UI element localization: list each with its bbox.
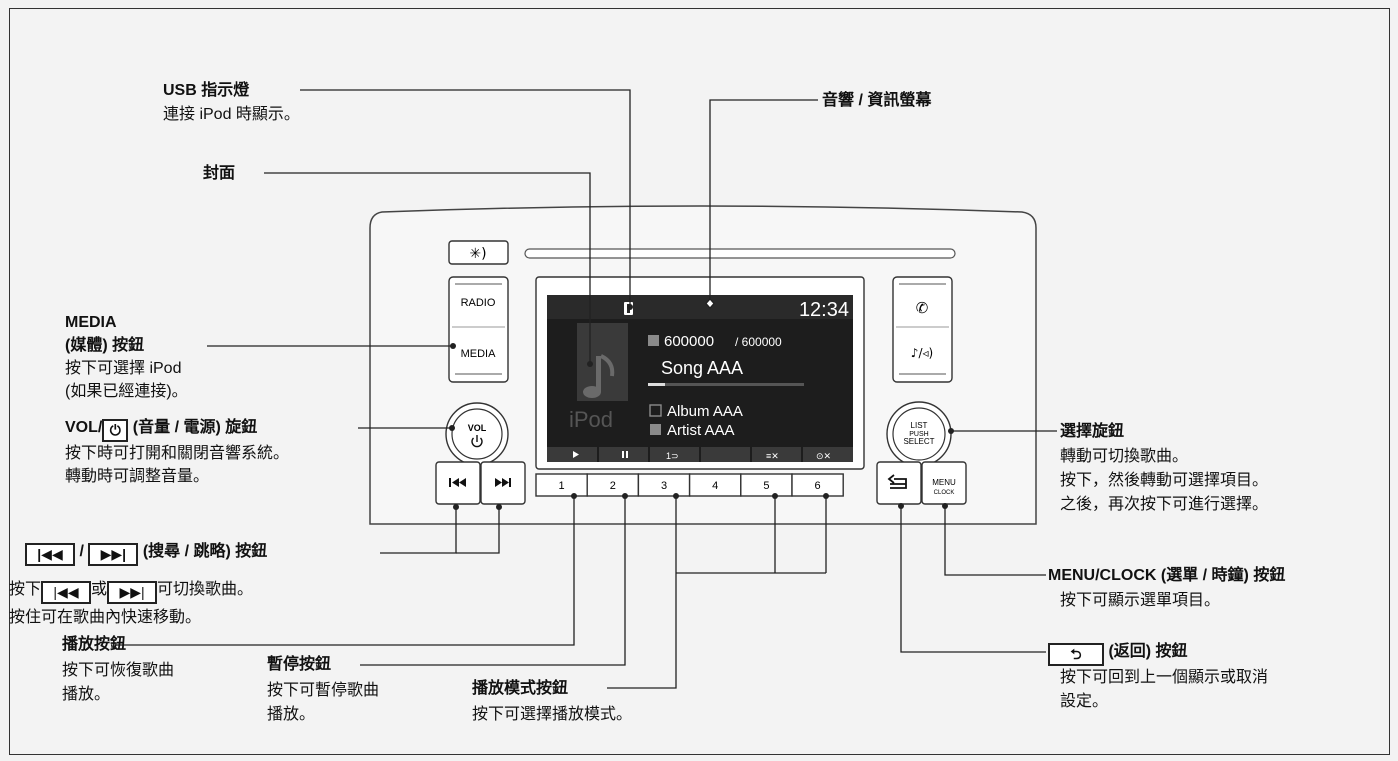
track-number: 600000: [664, 333, 714, 350]
phone-icon: ✆: [916, 299, 929, 317]
select-title: 選擇旋鈕: [1060, 423, 1125, 440]
day-night-button[interactable]: [448, 240, 509, 265]
menu-callout: MENU/CLOCK (選單 / 時鐘) 按鈕: [1048, 564, 1285, 588]
menu-title2: (選單 / 時鐘) 按鈕: [1160, 567, 1286, 584]
back-desc1: 按下可回到上一個顯示或取消: [1060, 669, 1269, 686]
song-title: Song AAA: [661, 358, 743, 378]
pause-softkey-icon: [622, 451, 628, 458]
pause-title: 暫停按鈕: [267, 656, 332, 673]
skip-back-icon: [449, 478, 466, 487]
preset-label-2: 2: [610, 480, 616, 492]
play-softkey-icon: [573, 451, 579, 458]
power-icon-box: ⏻: [102, 419, 129, 442]
phone-audio-rocker[interactable]: [892, 276, 953, 383]
usb-desc: 連接 iPod 時顯示。: [163, 106, 300, 123]
voice-audio-icon: ♪/◃): [911, 346, 933, 360]
track-total: / 600000: [735, 335, 782, 349]
leader-dots: [449, 298, 954, 510]
screen-title: 音響 / 資訊螢幕: [822, 92, 932, 109]
play-desc1: 按下可恢復歌曲: [62, 662, 175, 679]
play-title: 播放按鈕: [62, 636, 127, 653]
seek-desc1: 按下|◀◀或▶▶|可切換歌曲。: [9, 578, 253, 604]
seek-sep: /: [79, 543, 84, 560]
select-desc1: 轉動可切換歌曲。: [1060, 448, 1189, 465]
ipod-watermark: iPod: [569, 407, 613, 432]
media-button[interactable]: MEDIA: [461, 348, 497, 360]
push-label: PUSH: [909, 431, 928, 438]
preset-buttons[interactable]: 1 2 3 4 5 6: [535, 473, 844, 497]
menu-label: MENU: [932, 478, 956, 487]
power-icon: [471, 435, 483, 448]
radio-button[interactable]: RADIO: [461, 297, 496, 309]
back-icon: [887, 474, 907, 489]
select-desc3: 之後，再次按下可進行選擇。: [1060, 496, 1269, 513]
usb-title: USB: [163, 82, 197, 99]
preset-label-5: 5: [763, 480, 769, 492]
album-icon: [649, 404, 662, 417]
select-label: SELECT: [903, 437, 934, 446]
cd-slot: [524, 248, 956, 259]
media-desc2: (如果已經連接)。: [65, 383, 188, 400]
skip-forward-icon: [495, 478, 511, 487]
preset-button-6[interactable]: [791, 473, 844, 497]
media-title: MEDIA: [65, 314, 117, 331]
seek-callout: |◀◀ / ▶▶| (搜尋 / 跳略) 按鈕: [25, 540, 267, 566]
preset-label-6: 6: [815, 480, 821, 492]
vol-label: VOL: [468, 423, 487, 433]
menu-title: MENU/CLOCK: [1048, 567, 1157, 584]
repeat-softkey-icon: 1⊃: [666, 451, 679, 461]
seek-forward-icon-box-2: ▶▶|: [107, 581, 158, 604]
brightness-icon: ✳): [469, 246, 486, 262]
shuffle-all-softkey-icon: ⊙✕: [816, 451, 831, 461]
pause-desc2: 播放。: [267, 706, 316, 723]
artist-icon: [650, 424, 661, 435]
back-suffix: (返回) 按鈕: [1108, 643, 1188, 660]
clock-display: 12:34: [799, 299, 849, 321]
vol-desc2: 轉動時可調整音量。: [65, 468, 210, 485]
seek-back-icon-box: |◀◀: [25, 543, 75, 566]
artist-name: Artist AAA: [667, 422, 735, 439]
play-desc2: 播放。: [62, 686, 111, 703]
preset-label-1: 1: [559, 480, 565, 492]
back-desc2: 設定。: [1060, 693, 1109, 710]
preset-label-4: 4: [712, 480, 718, 492]
back-icon-box: ⮌: [1048, 643, 1104, 666]
media-title2: (媒體) 按鈕: [65, 337, 145, 354]
back-button[interactable]: [876, 461, 922, 505]
seek-back-icon-box-2: |◀◀: [41, 581, 92, 604]
list-label: LIST: [911, 421, 928, 430]
mode-desc: 按下可選擇播放模式。: [472, 706, 633, 723]
back-callout: ⮌ (返回) 按鈕: [1048, 640, 1188, 666]
album-name: Album AAA: [667, 403, 743, 420]
track-number-icon: [648, 335, 659, 346]
pause-desc1: 按下可暫停歌曲: [267, 682, 380, 699]
vol-desc1: 按下時可打開和關閉音響系統。: [65, 445, 290, 462]
preset-label-3: 3: [661, 480, 667, 492]
radio-media-rocker[interactable]: [448, 276, 509, 383]
clock-label: CLOCK: [934, 490, 955, 496]
leader-lines: [116, 89, 1057, 689]
usb-callout: USB 指示燈: [163, 79, 249, 103]
cover-title: 封面: [203, 165, 236, 182]
shuffle-softkey-icon: ≡✕: [766, 451, 779, 461]
progress-fill: [648, 383, 665, 386]
seek-suffix: (搜尋 / 跳略) 按鈕: [142, 543, 268, 560]
media-desc1: 按下可選擇 iPod: [65, 360, 182, 377]
seek-forward-icon-box: ▶▶|: [88, 543, 139, 566]
cover-art: [577, 323, 628, 401]
select-desc2: 按下，然後轉動可選擇項目。: [1060, 472, 1269, 489]
seek-desc2: 按住可在歌曲內快速移動。: [9, 609, 202, 626]
usb-title-suffix: 指示燈: [201, 82, 250, 99]
mode-title: 播放模式按鈕: [472, 680, 569, 697]
vol-callout: VOL/⏻ (音量 / 電源) 旋鈕: [65, 416, 257, 442]
vol-suffix: (音量 / 電源) 旋鈕: [132, 419, 258, 436]
vol-prefix: VOL/: [65, 419, 103, 436]
menu-desc: 按下可顯示選單項目。: [1060, 592, 1221, 609]
